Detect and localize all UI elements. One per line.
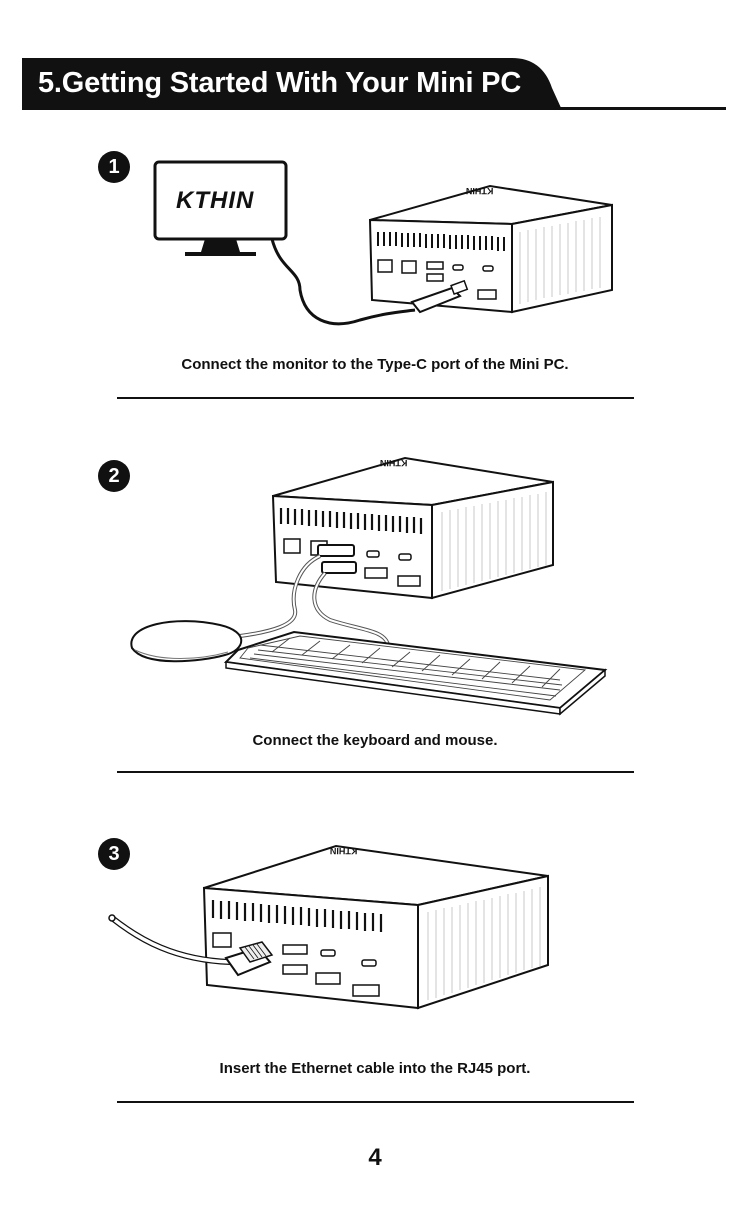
step-1-badge: 1 [98,151,130,183]
section-header-rule [540,107,726,110]
mini-pc-icon [202,844,549,1010]
monitor-icon [153,160,288,256]
device-brand-logo: KTHIN [329,846,359,856]
monitor-brand-logo: KTHIN [176,187,255,214]
mouse-icon [130,620,243,663]
step-2-caption: Connect the keyboard and mouse. [252,732,498,749]
keyboard-icon [223,630,608,716]
step-1-divider [117,397,634,399]
step-3-caption: Insert the Ethernet cable into the RJ45 … [219,1060,531,1077]
step-1-illustration [153,160,613,326]
rj45-plug-icon [224,941,274,977]
step-3-badge: 3 [98,838,130,870]
step-2-illustration [130,456,608,716]
page-number: 4 [368,1144,382,1171]
section-title: 5.Getting Started With Your Mini PC [38,67,522,99]
step-2-badge: 2 [98,460,130,492]
mini-pc-icon [271,456,554,600]
device-brand-logo: KTHIN [465,186,495,196]
mini-pc-icon [368,184,613,314]
step-3-illustration [108,844,549,1010]
step-2-divider [117,771,634,773]
device-brand-logo: KTHIN [379,458,409,468]
step-1-caption: Connect the monitor to the Type-C port o… [181,356,569,373]
step-3-divider [117,1101,634,1103]
section-header-background [22,58,562,110]
